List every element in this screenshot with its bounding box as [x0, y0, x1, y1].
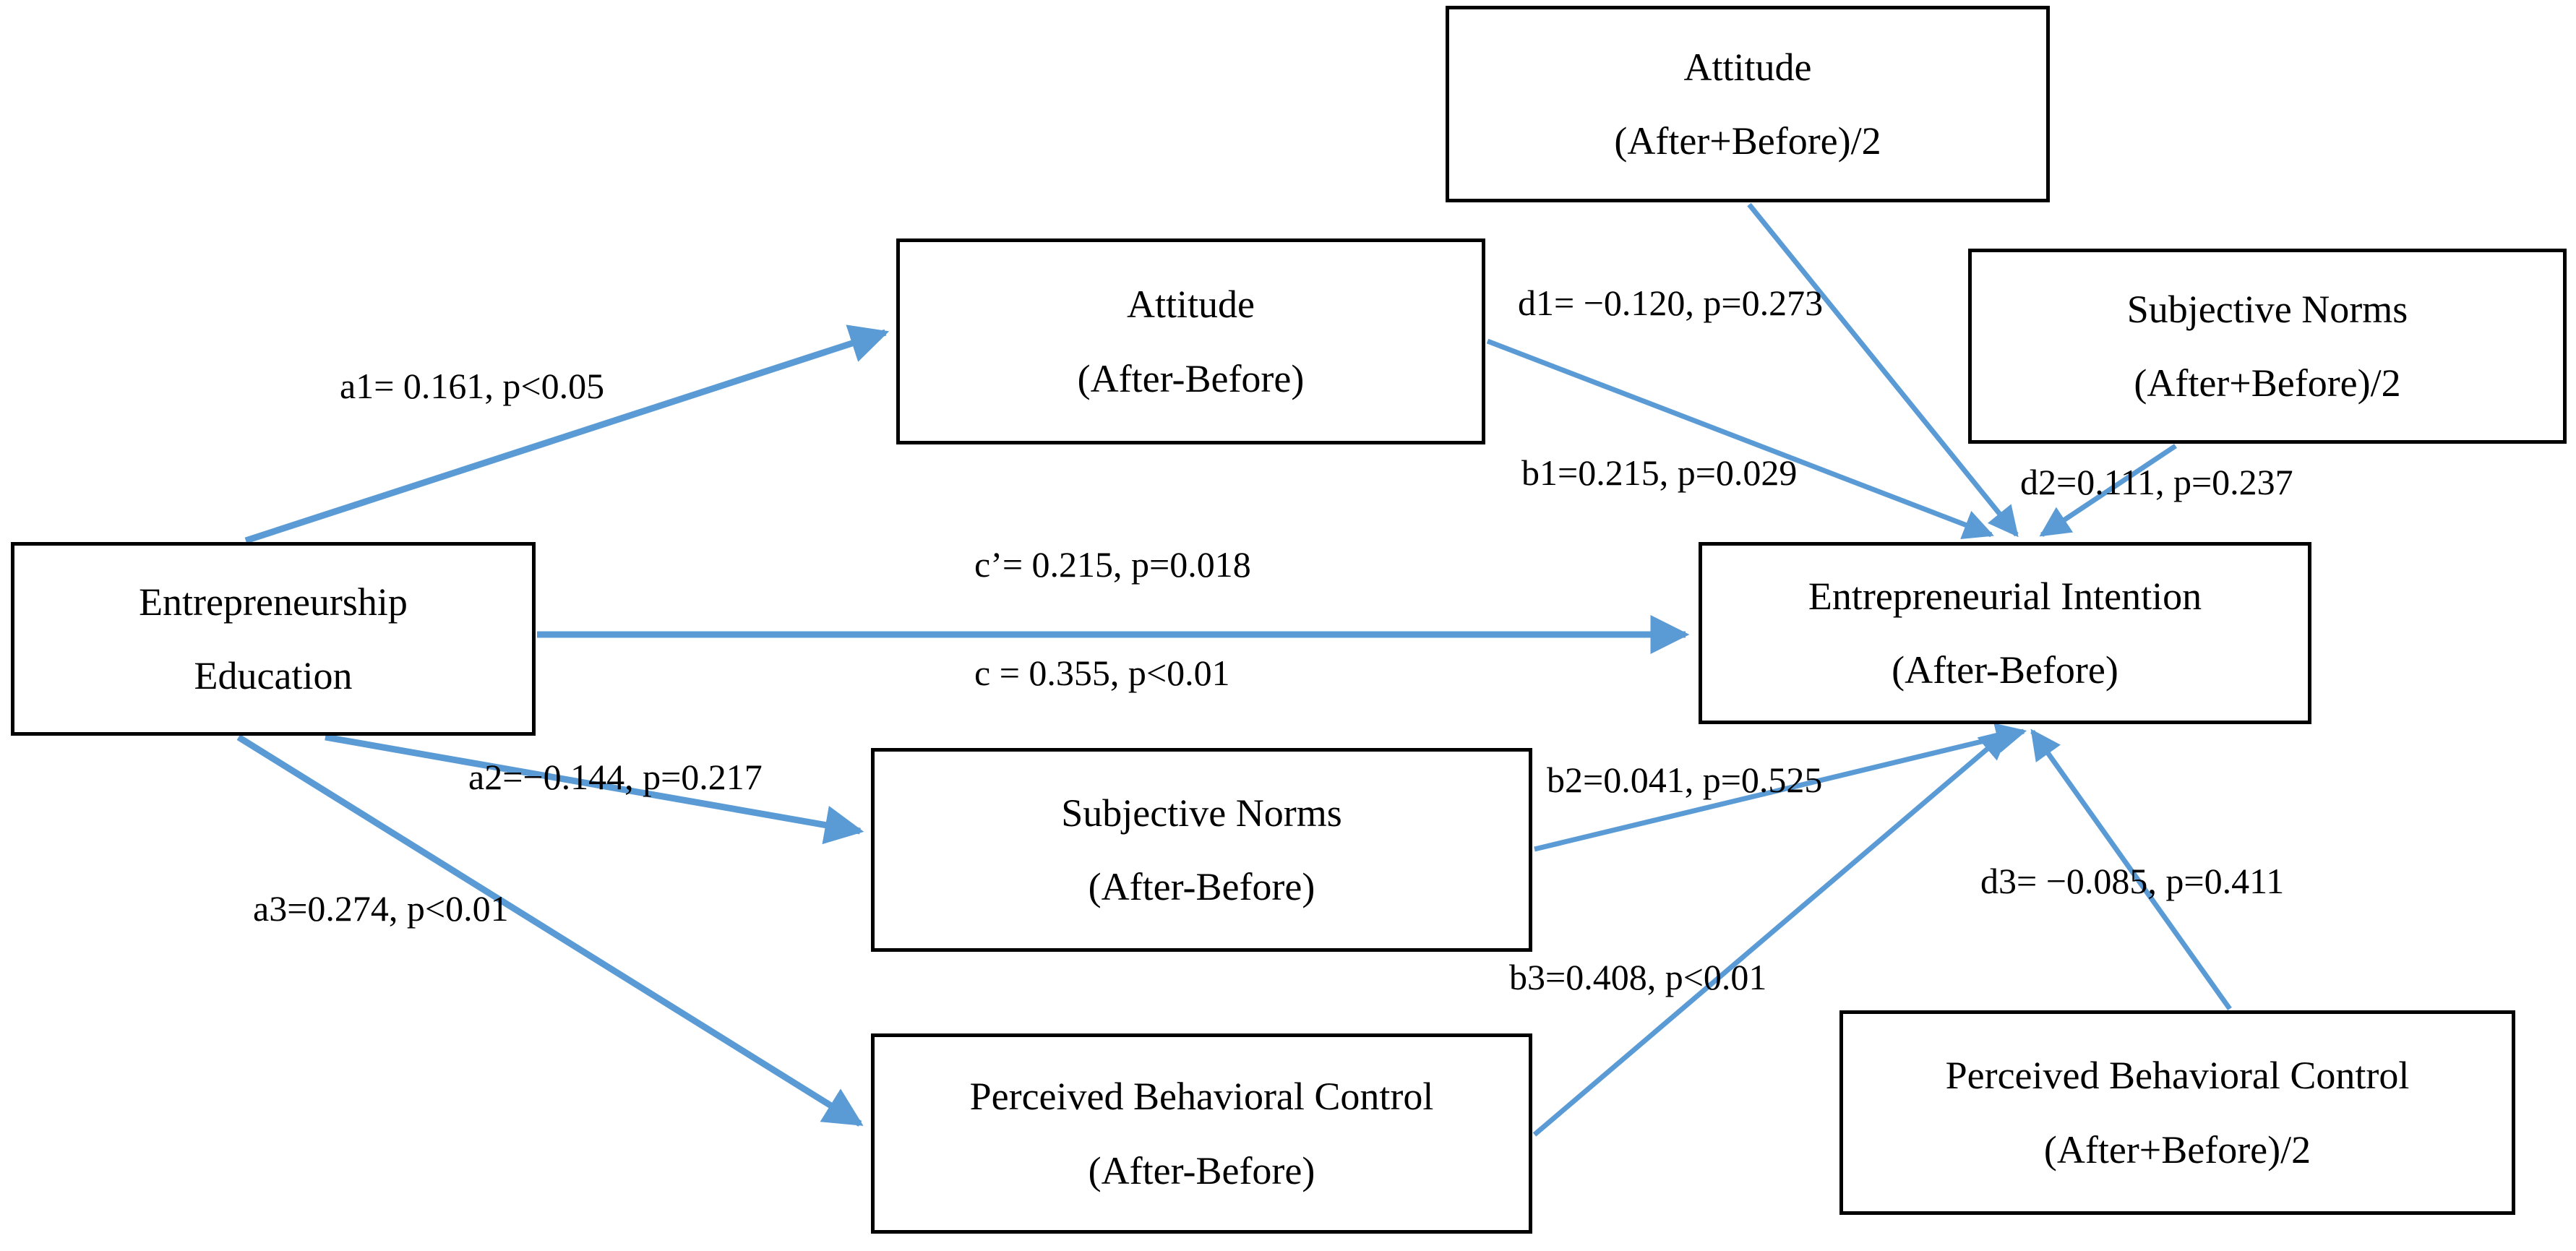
node-perceived-behavioral-control-mean[interactable]: Perceived Behavioral Control (After+Befo… — [1839, 1010, 2515, 1215]
edge-label-c-prime: c’= 0.215, p=0.018 — [974, 544, 1251, 585]
node-label-line2: (After+Before)/2 — [2134, 361, 2401, 405]
node-label-line1: Attitude — [1683, 45, 1812, 89]
edge-pbc-mean-to-ei — [2030, 728, 2232, 1011]
edge-label-d2: d2=0.111, p=0.237 — [2020, 462, 2293, 502]
edge-label-a1: a1= 0.161, p<0.05 — [340, 366, 605, 406]
node-label-line2: (After-Before) — [1088, 865, 1315, 908]
node-attitude-diff[interactable]: Attitude (After-Before) — [896, 238, 1485, 444]
edge-ee-to-sn-diff — [325, 734, 864, 845]
node-entrepreneurship-education[interactable]: Entrepreneurship Education — [11, 542, 536, 736]
edge-label-b1: b1=0.215, p=0.029 — [1521, 452, 1798, 493]
node-attitude-mean[interactable]: Attitude (After+Before)/2 — [1446, 6, 2050, 202]
node-label-line1: Subjective Norms — [1061, 791, 1342, 835]
node-label-line1: Perceived Behavioral Control — [1945, 1054, 2410, 1098]
edge-ee-to-pbc-diff — [236, 734, 864, 1127]
node-label-line2: (After-Before) — [1892, 648, 2118, 692]
node-label-line1: Entrepreneurial Intention — [1808, 574, 2202, 618]
node-label-line2: (After+Before)/2 — [2043, 1127, 2311, 1172]
node-label-line2: (After+Before)/2 — [1614, 119, 1881, 163]
edge-label-d3: d3= −0.085, p=0.411 — [1980, 861, 2285, 901]
node-label-line1: Entrepreneurship — [139, 580, 408, 624]
node-label-line1: Attitude — [1127, 283, 1255, 327]
edge-label-a3: a3=0.274, p<0.01 — [253, 888, 509, 929]
node-label-line2: (After-Before) — [1077, 356, 1305, 400]
edge-sn-mean-to-ei — [2039, 444, 2177, 537]
node-label-line1: Subjective Norms — [2126, 287, 2408, 331]
node-subjective-norms-mean[interactable]: Subjective Norms (After+Before)/2 — [1968, 249, 2567, 444]
edge-label-b2: b2=0.041, p=0.525 — [1547, 760, 1823, 800]
edge-attitude-diff-to-ei — [1486, 338, 1994, 540]
node-label-line2: Education — [194, 654, 353, 697]
edge-label-c: c = 0.355, p<0.01 — [974, 653, 1230, 693]
node-label-line1: Perceived Behavioral Control — [969, 1075, 1434, 1119]
edge-sn-diff-to-ei — [1534, 723, 2027, 852]
node-perceived-behavioral-control-diff[interactable]: Perceived Behavioral Control (After-Befo… — [871, 1033, 1532, 1234]
edge-label-d1: d1= −0.120, p=0.273 — [1518, 283, 1824, 323]
edge-attitude-mean-to-ei — [1747, 202, 2019, 538]
node-label-line2: (After-Before) — [1088, 1148, 1315, 1192]
node-entrepreneurial-intention[interactable]: Entrepreneurial Intention (After-Before) — [1699, 542, 2311, 724]
node-subjective-norms-diff[interactable]: Subjective Norms (After-Before) — [871, 748, 1532, 952]
edge-pbc-diff-to-ei — [1532, 729, 2011, 1137]
edge-label-b3: b3=0.408, p<0.01 — [1509, 957, 1767, 997]
edge-ee-to-attitude-diff — [244, 324, 890, 544]
edge-label-a2: a2=−0.144, p=0.217 — [468, 757, 763, 797]
